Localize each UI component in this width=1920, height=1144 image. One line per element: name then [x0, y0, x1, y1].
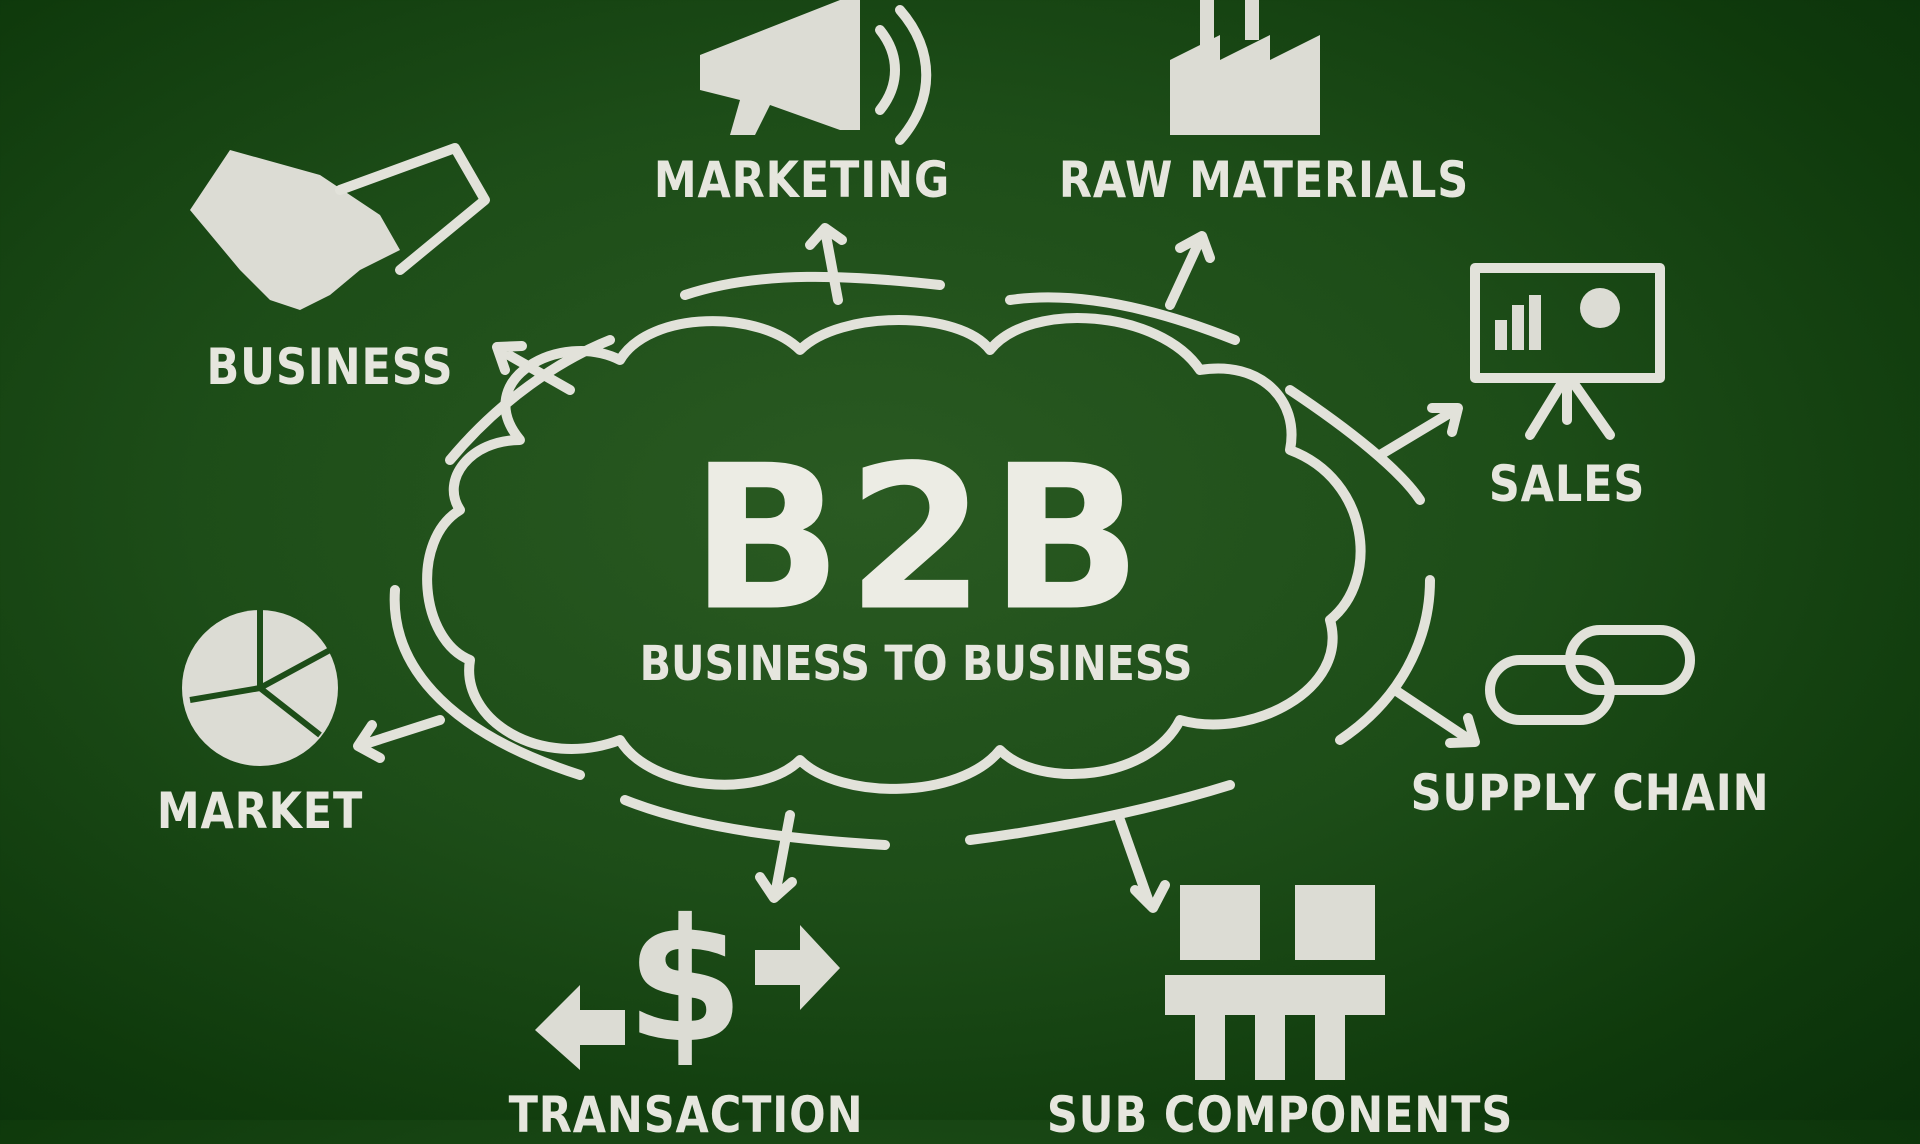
chain-link-icon: [1485, 625, 1695, 725]
presentation-board-icon: [1470, 263, 1665, 440]
arrows: [353, 223, 1480, 913]
arc-bottom-left: [620, 795, 890, 850]
label-marketing: MARKETING: [653, 151, 951, 209]
arc-top-left: [445, 335, 615, 465]
center-title: B2B: [689, 422, 1147, 656]
diagram-graphics: $: [182, 0, 1695, 1081]
label-market: MARKET: [156, 782, 364, 840]
arrow-raw-materials: [1165, 231, 1215, 310]
arrow-supply-chain: [1390, 685, 1480, 748]
arc-left: [389, 585, 585, 780]
arrow-market: [353, 715, 445, 763]
center-subtitle: BUSINESS TO BUSINESS: [639, 636, 1193, 692]
label-supply-chain: SUPPLY CHAIN: [1410, 764, 1770, 822]
pie-chart-icon: [182, 610, 338, 766]
label-business: BUSINESS: [206, 338, 454, 396]
puzzle-pieces-icon: [1165, 885, 1385, 1080]
arc-top: [680, 271, 945, 300]
arrow-transaction: [755, 810, 797, 903]
dollar-exchange-icon: $: [535, 883, 840, 1081]
arrow-business: [492, 341, 575, 395]
arc-right-lower: [1335, 575, 1435, 745]
arc-right: [1285, 385, 1425, 505]
factory-icon: [1170, 0, 1320, 135]
label-transaction: TRANSACTION: [508, 1086, 864, 1144]
handshake-icon: [190, 143, 490, 310]
arc-top-right: [1005, 292, 1240, 345]
arrow-marketing: [805, 223, 847, 305]
arrow-sales: [1375, 403, 1463, 460]
arrow-sub-components: [1115, 815, 1170, 913]
label-sales: SALES: [1488, 455, 1646, 513]
label-raw-materials: RAW MATERIALS: [1058, 151, 1470, 209]
label-sub-components: SUB COMPONENTS: [1046, 1086, 1514, 1144]
svg-text:$: $: [626, 883, 744, 1081]
cloud-outline: [422, 313, 1366, 794]
megaphone-icon: [700, 0, 932, 145]
arc-bottom-right: [965, 780, 1235, 845]
